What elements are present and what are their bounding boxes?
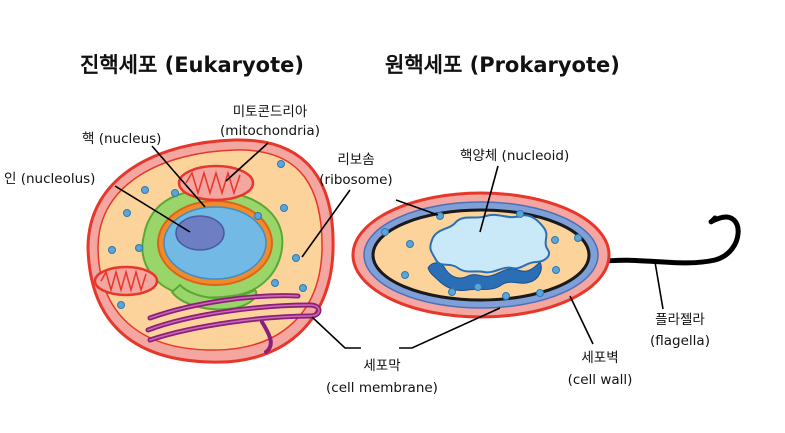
- label-mitochondria-en: (mitochondria): [220, 123, 320, 139]
- nucleolus: [175, 215, 225, 251]
- flagellum: [595, 214, 741, 266]
- label-flagella-ko: 플라젤라: [655, 312, 705, 328]
- label-nucleoid: 핵양체 (nucleoid): [460, 148, 570, 164]
- label-cell-wall-ko: 세포벽: [581, 350, 619, 366]
- label-mitochondria-ko: 미토콘드리아: [232, 104, 308, 120]
- label-nucleolus: 인 (nucleolus): [4, 171, 96, 187]
- mitochondrion-top: [177, 164, 255, 202]
- mitochondrion-left: [93, 265, 159, 297]
- label-nucleus: 핵 (nucleus): [82, 131, 162, 147]
- leader-lines: [114, 142, 664, 349]
- label-flagella-en: (flagella): [650, 333, 710, 349]
- prokaryote-title: 원핵세포 (Prokaryote): [385, 53, 620, 77]
- label-cell-membrane-en: (cell membrane): [326, 380, 438, 396]
- label-cell-membrane-ko: 세포막: [363, 358, 401, 374]
- eukaryote-cell: [86, 138, 335, 364]
- eukaryote-title: 진핵세포 (Eukaryote): [80, 53, 304, 77]
- label-cell-wall-en: (cell wall): [567, 372, 633, 388]
- eukaryote-ribosomes: [108, 160, 307, 309]
- prokaryote-cell: [351, 191, 741, 319]
- er-fold: [170, 283, 258, 311]
- golgi-apparatus: [145, 293, 322, 354]
- label-ribosome-ko: 리보솜: [337, 152, 375, 168]
- prokaryote-ribosomes: [381, 210, 582, 300]
- label-ribosome-en: (ribosome): [319, 172, 393, 188]
